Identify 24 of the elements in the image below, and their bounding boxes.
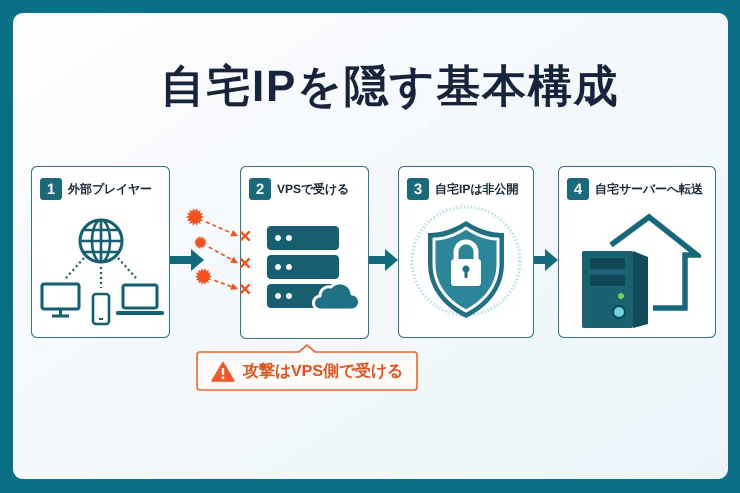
step-panel xyxy=(240,166,369,339)
step-number: 3 xyxy=(407,178,429,200)
thick-arrow xyxy=(369,249,398,271)
step-number: 2 xyxy=(249,178,271,200)
step-title: VPSで受ける xyxy=(277,181,350,197)
starburst-icon xyxy=(186,208,204,226)
dashed-arrow xyxy=(214,280,238,290)
step-title: 自宅IPは非公開 xyxy=(435,181,518,197)
dashed-arrow xyxy=(208,246,238,263)
warning-callout xyxy=(196,344,418,391)
step-title: 外部プレイヤー xyxy=(68,181,152,197)
callout-text: 攻撃はVPS側で受ける xyxy=(242,362,403,382)
title: 自宅IPを隠す基本構成 xyxy=(160,61,620,113)
step-panel xyxy=(398,166,534,338)
step-number: 4 xyxy=(567,178,589,200)
step-panel xyxy=(558,166,716,338)
dashed-arrow xyxy=(206,221,238,236)
thick-arrow xyxy=(170,249,204,271)
step-panel xyxy=(31,166,170,338)
step-number: 1 xyxy=(40,178,62,200)
starburst-icon xyxy=(195,268,212,285)
starburst-icon xyxy=(194,236,207,249)
step-title: 自宅サーバーへ転送 xyxy=(595,181,703,197)
thick-arrow xyxy=(534,249,558,271)
